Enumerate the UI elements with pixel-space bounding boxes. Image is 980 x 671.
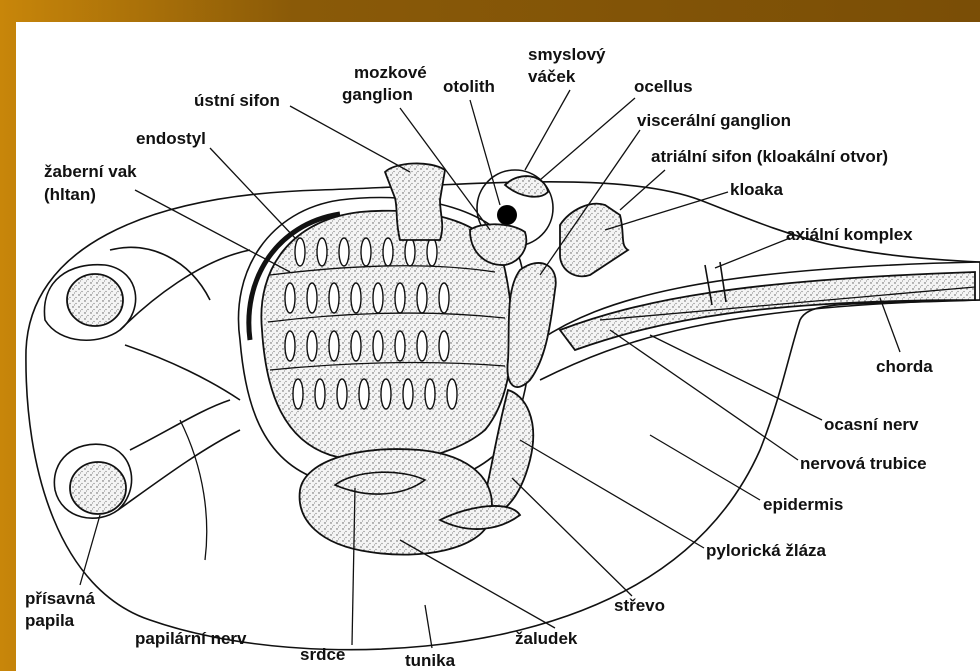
label-strevo: střevo	[614, 596, 665, 615]
label-papilarni-nerv: papilární nerv	[135, 629, 247, 648]
atrial-siphon	[560, 204, 628, 277]
label-atrialni-sifon: atriální sifon (kloakální otvor)	[651, 147, 888, 166]
label-ocasni-nerv: ocasní nerv	[824, 415, 919, 434]
label-otolith: otolith	[443, 77, 495, 96]
label-smyslovy-1: smyslový	[528, 45, 606, 64]
label-chorda: chorda	[876, 357, 933, 376]
adhesive-papilla-bottom	[54, 400, 240, 518]
label-srdce: srdce	[300, 645, 345, 664]
label-prisavna-1: přísavná	[25, 589, 95, 608]
papillary-nerve	[180, 420, 207, 560]
visceral-ganglion	[507, 263, 555, 387]
label-prisavna-2: papila	[25, 611, 75, 630]
label-kloaka: kloaka	[730, 180, 783, 199]
label-endostyl: endostyl	[136, 129, 206, 148]
label-pyloricka-zlaza: pylorická žláza	[706, 541, 827, 560]
label-ocellus: ocellus	[634, 77, 693, 96]
adhesive-papilla-top	[44, 247, 250, 400]
label-nervova-trubice: nervová trubice	[800, 454, 927, 473]
label-axialni-komplex: axiální komplex	[786, 225, 913, 244]
label-zaludek: žaludek	[515, 629, 578, 648]
label-tunika: tunika	[405, 651, 456, 670]
label-mozkove-2: ganglion	[342, 85, 413, 104]
label-zaberni-2: (hltan)	[44, 185, 96, 204]
label-mozkove-1: mozkové	[354, 63, 427, 82]
label-visceralni-ganglion: viscerální ganglion	[637, 111, 791, 130]
label-smyslovy-2: váček	[528, 67, 576, 86]
label-epidermis: epidermis	[763, 495, 843, 514]
label-zaberni-1: žaberní vak	[44, 162, 137, 181]
otolith-dot	[497, 205, 517, 225]
label-ustni-sifon: ústní sifon	[194, 91, 280, 110]
stomach	[300, 449, 492, 555]
